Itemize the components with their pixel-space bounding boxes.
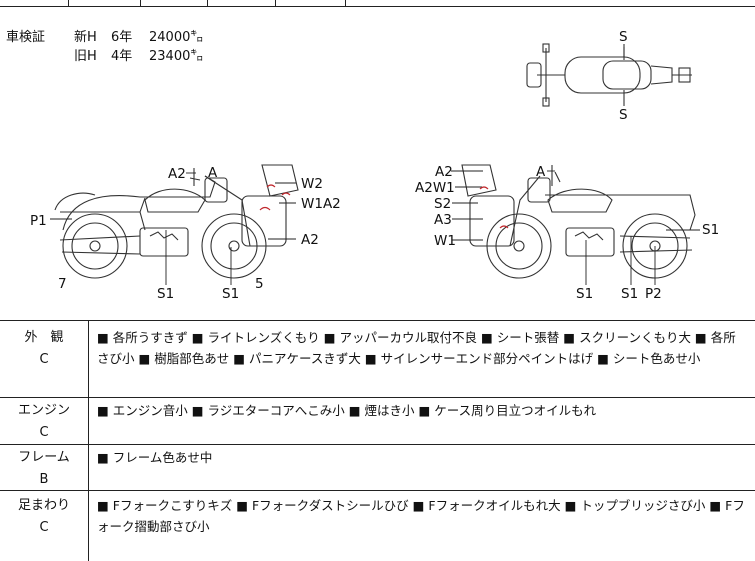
label-left-A2-top: A2: [168, 166, 186, 182]
section-findings: ■ Fフォークこすりキズ ■ Fフォークダストシールひび ■ Fフォークオイルも…: [97, 498, 745, 534]
section-findings: ■ エンジン音小 ■ ラジエターコアへこみ小 ■ 煙はき小 ■ ケース周り目立つ…: [97, 403, 597, 418]
label-right-S1-third: S1: [702, 222, 720, 238]
label-right-S1-first: S1: [576, 286, 594, 302]
left-side-bike-icon: [54, 164, 299, 279]
inspection-title: 車検証: [6, 30, 46, 45]
label-right-S1-second: S1: [621, 286, 639, 302]
label-left-5: 5: [255, 276, 264, 292]
label-right-W1: W1: [434, 233, 456, 249]
table-top-border: [0, 320, 755, 321]
section-grade: C: [39, 520, 49, 535]
section-grade: B: [39, 472, 49, 487]
header-divider: [275, 0, 276, 6]
header-divider: [140, 0, 141, 6]
label-left-7: 7: [58, 276, 67, 292]
label-left-W1A2: W1A2: [301, 196, 341, 212]
label-left-P1: P1: [30, 213, 47, 229]
label-right-A2W1: A2W1: [415, 180, 455, 196]
right-side-bike-icon: [461, 164, 696, 279]
section-grade: C: [39, 425, 49, 440]
header-divider: [68, 0, 69, 6]
table-row-divider: [0, 444, 755, 445]
inspection-new-prefix: 新H: [74, 30, 97, 45]
label-right-P2: P2: [645, 286, 662, 302]
label-left-W2: W2: [301, 176, 323, 192]
motorcycle-diagram: [50, 43, 700, 285]
label-left-A2-bottom: A2: [301, 232, 319, 248]
label-right-S2: S2: [434, 196, 452, 212]
label-left-S1-second: S1: [222, 286, 240, 302]
section-grade: C: [39, 352, 49, 367]
section-category: エンジン: [17, 403, 70, 418]
label-left-A: A: [208, 165, 218, 181]
table-row-divider: [0, 490, 755, 491]
inspection-old-prefix: 旧H: [74, 49, 97, 64]
section-findings: ■ フレーム色あせ中: [97, 450, 213, 465]
label-bottom-S: S: [619, 107, 628, 123]
table-column-divider: [88, 320, 89, 561]
label-right-A2: A2: [435, 164, 453, 180]
inspection-old-years: 4年: [111, 49, 133, 64]
top-view-icon: [526, 43, 692, 107]
header-divider: [207, 0, 208, 6]
label-right-A3: A3: [434, 212, 452, 228]
inspection-old-amount: 23400㌔: [149, 49, 204, 64]
section-category: フレーム: [18, 450, 70, 465]
table-row-divider: [0, 397, 755, 398]
label-left-S1-first: S1: [157, 286, 175, 302]
section-category: 外 観: [24, 330, 64, 345]
header-divider: [345, 0, 346, 6]
label-top-S: S: [619, 29, 628, 45]
header-bottom-border: [0, 6, 755, 7]
label-right-A: A: [536, 164, 546, 180]
section-findings: ■ 各所うすきず ■ ライトレンズくもり ■ アッパーカウル取付不良 ■ シート…: [97, 330, 736, 366]
inspection-new-amount: 24000㌔: [149, 30, 204, 45]
inspection-new-years: 6年: [111, 30, 133, 45]
section-category: 足まわり: [17, 498, 70, 513]
